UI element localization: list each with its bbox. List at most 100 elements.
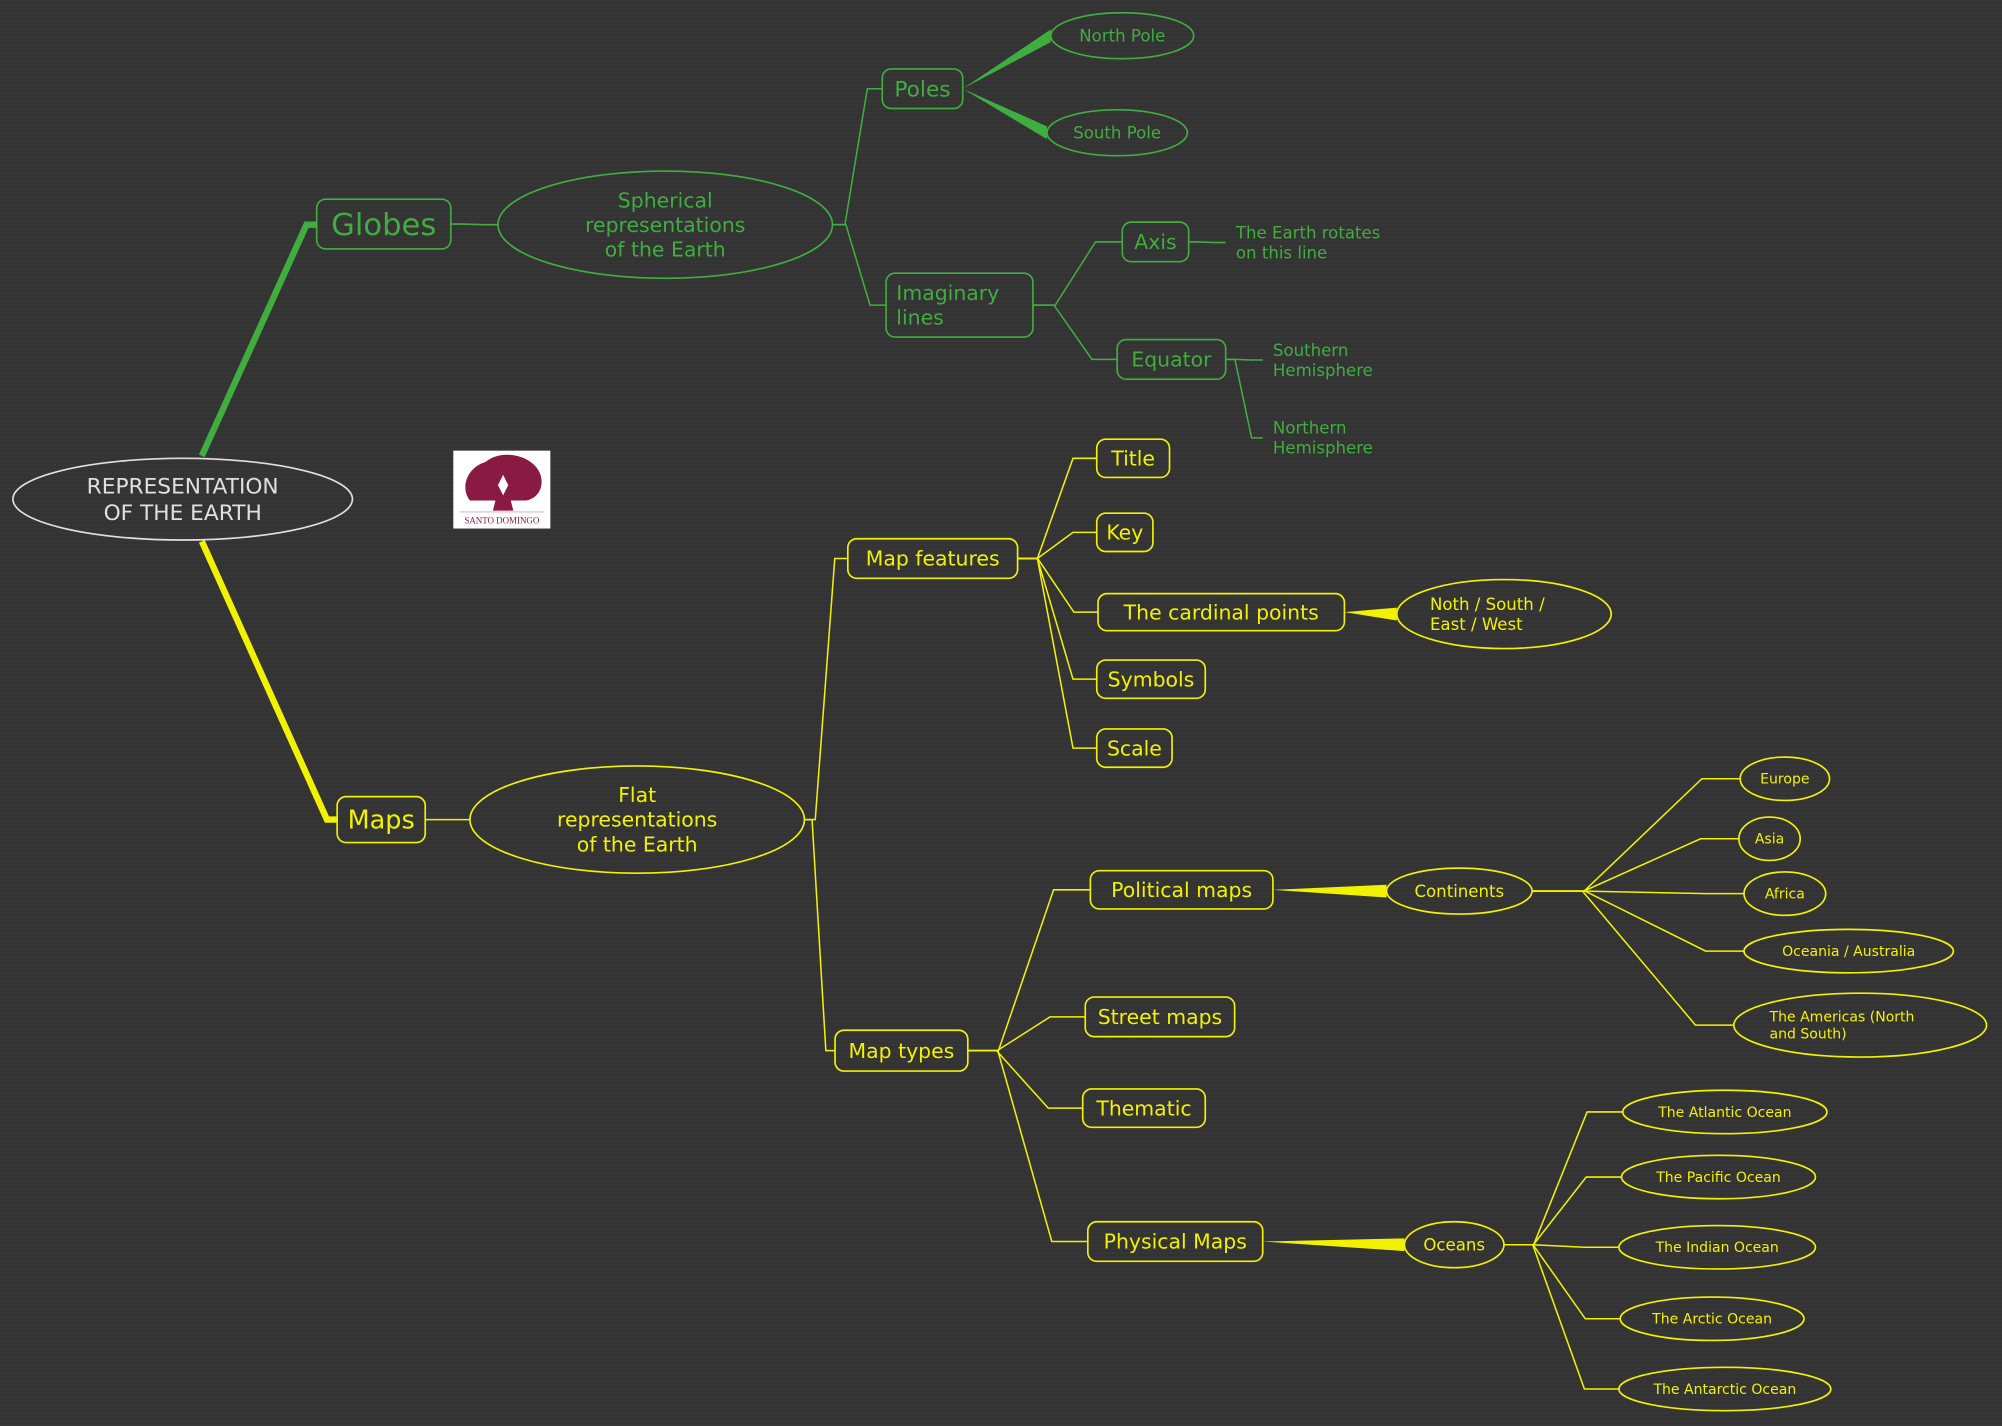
node-label: East / West — [1430, 615, 1523, 634]
node-label: Noth / South / — [1430, 595, 1545, 614]
node-label: representations — [557, 808, 717, 832]
node-label: Asia — [1755, 832, 1784, 848]
edge-spherical-poles — [832, 87, 883, 226]
edge-equator-northern — [1225, 358, 1263, 439]
node-label: Street maps — [1098, 1005, 1222, 1029]
edge-oceans-arctic — [1503, 1243, 1621, 1320]
node-label: Scale — [1107, 736, 1162, 760]
edge-imaginary-equator — [1032, 304, 1118, 361]
node-oceans[interactable]: Oceans — [1403, 1220, 1505, 1269]
node-label: The Pacific Ocean — [1655, 1170, 1781, 1186]
node-label: Continents — [1414, 882, 1504, 901]
node-label: lines — [896, 306, 943, 330]
edge-continents-europe — [1532, 777, 1741, 892]
node-label: Northern — [1273, 419, 1347, 438]
node-pacific[interactable]: The Pacific Ocean — [1620, 1154, 1817, 1200]
node-cardinal-list[interactable]: Noth / South /East / West — [1395, 578, 1613, 650]
logo-text: SANTO DOMINGO — [464, 515, 539, 525]
node-title[interactable]: Title — [1095, 438, 1171, 479]
node-label: The cardinal points — [1123, 600, 1319, 624]
edge-map_features-scale — [1017, 557, 1097, 749]
node-north-pole[interactable]: North Pole — [1049, 11, 1195, 60]
edge-oceans-atlantic — [1503, 1111, 1623, 1246]
node-label: Equator — [1131, 348, 1212, 372]
edge-globes-spherical — [450, 223, 499, 226]
node-equator[interactable]: Equator — [1116, 338, 1227, 380]
edge-poles-north_pole — [962, 29, 1051, 89]
edge-imaginary-axis — [1032, 241, 1123, 306]
node-symbols[interactable]: Symbols — [1095, 659, 1207, 700]
edge-root-globes — [198, 221, 317, 458]
node-label: Poles — [894, 77, 950, 102]
node-map-types[interactable]: Map types — [834, 1029, 969, 1072]
node-oceania[interactable]: Oceania / Australia — [1743, 928, 1955, 974]
node-label: Spherical — [618, 188, 713, 212]
node-label: The Atlantic Ocean — [1657, 1105, 1791, 1121]
node-label: Map types — [849, 1039, 955, 1063]
node-label: Europe — [1760, 772, 1809, 788]
node-indian[interactable]: The Indian Ocean — [1618, 1224, 1817, 1270]
edge-map_types-political — [967, 889, 1091, 1052]
node-label: Oceans — [1423, 1236, 1485, 1255]
node-poles[interactable]: Poles — [881, 68, 964, 110]
edge-continents-oceania — [1532, 890, 1745, 952]
node-label: Thematic — [1095, 1096, 1191, 1120]
node-street[interactable]: Street maps — [1084, 996, 1236, 1038]
edge-flat-map_types — [804, 818, 836, 1052]
node-label: The Arctic Ocean — [1651, 1312, 1772, 1328]
edge-oceans-antarctic — [1503, 1243, 1619, 1390]
node-axis[interactable]: Axis — [1121, 221, 1190, 263]
node-label: Hemisphere — [1273, 439, 1373, 458]
node-label: Oceania / Australia — [1782, 944, 1915, 960]
edge-political-continents — [1272, 884, 1387, 898]
node-thematic[interactable]: Thematic — [1081, 1088, 1207, 1129]
edge-root-maps — [198, 539, 338, 823]
node-globes[interactable]: Globes — [315, 198, 452, 250]
node-asia[interactable]: Asia — [1738, 816, 1802, 862]
node-continents[interactable]: Continents — [1385, 867, 1533, 915]
node-label: and South) — [1770, 1026, 1847, 1042]
edge-map_types-street — [967, 1016, 1086, 1052]
node-arctic[interactable]: The Arctic Ocean — [1619, 1296, 1805, 1342]
node-label: Title — [1110, 446, 1155, 470]
node-scale[interactable]: Scale — [1095, 728, 1173, 769]
node-atlantic[interactable]: The Atlantic Ocean — [1621, 1089, 1828, 1135]
node-label: Axis — [1134, 230, 1176, 254]
node-map-features[interactable]: Map features — [846, 537, 1019, 580]
node-label: Political maps — [1111, 878, 1252, 902]
santo-domingo-logo: SANTO DOMINGO — [453, 450, 551, 529]
node-label: Africa — [1765, 887, 1805, 903]
node-label: on this line — [1236, 243, 1327, 262]
node-antarctic[interactable]: The Antarctic Ocean — [1618, 1366, 1832, 1412]
node-label: of the Earth — [605, 237, 726, 261]
node-label: Maps — [348, 806, 415, 836]
node-label: Map features — [866, 547, 1000, 571]
edge-map_features-cardinal — [1017, 557, 1099, 613]
edge-physical-oceans — [1262, 1238, 1405, 1252]
node-political[interactable]: Political maps — [1089, 869, 1274, 910]
node-label: Flat — [618, 783, 656, 807]
node-physical[interactable]: Physical Maps — [1086, 1220, 1264, 1263]
edge-map_types-thematic — [967, 1049, 1083, 1109]
edge-axis-axis_note — [1188, 241, 1226, 244]
node-cardinal[interactable]: The cardinal points — [1097, 592, 1346, 632]
node-south-pole[interactable]: South Pole — [1046, 108, 1189, 157]
node-label: Key — [1106, 521, 1143, 545]
node-key[interactable]: Key — [1095, 512, 1154, 553]
node-maps[interactable]: Maps — [336, 795, 427, 844]
node-africa[interactable]: Africa — [1743, 871, 1827, 917]
edge-continents-asia — [1532, 837, 1739, 892]
node-label: REPRESENTATION — [87, 475, 279, 500]
node-label: Symbols — [1108, 667, 1195, 691]
node-europe[interactable]: Europe — [1739, 756, 1831, 802]
